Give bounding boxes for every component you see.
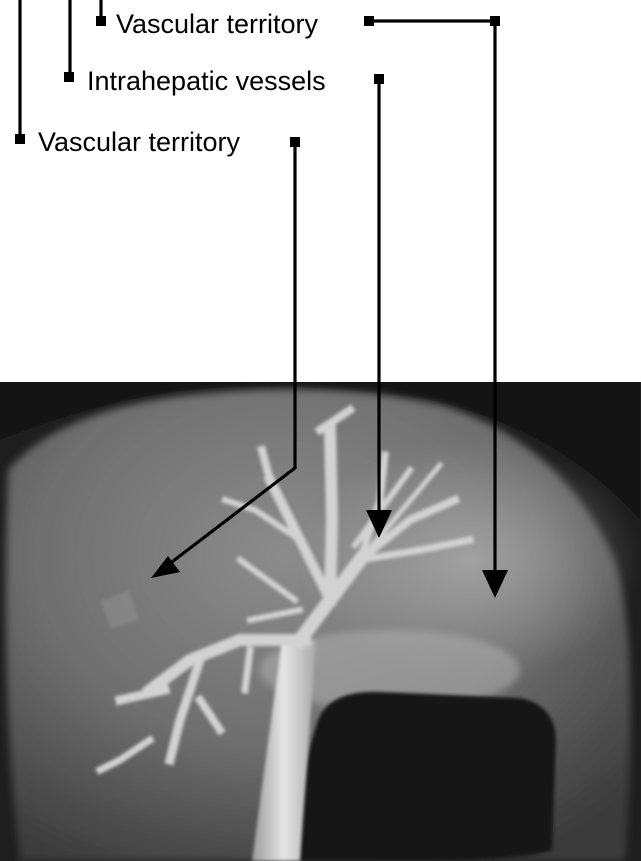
liver-render-image [0,382,641,861]
marker-bottom-left [15,134,25,144]
marker-middle-right [374,74,384,84]
marker-bottom-right [290,137,300,147]
marker-top-right [364,16,374,26]
label-intrahepatic-vessels: Intrahepatic vessels [87,66,326,96]
marker-top-corner [490,16,500,26]
label-vascular-territory-bottom: Vascular territory [38,127,241,157]
label-vascular-territory-top: Vascular territory [116,9,319,39]
marker-top-left [96,16,106,26]
marker-middle-left [64,72,74,82]
